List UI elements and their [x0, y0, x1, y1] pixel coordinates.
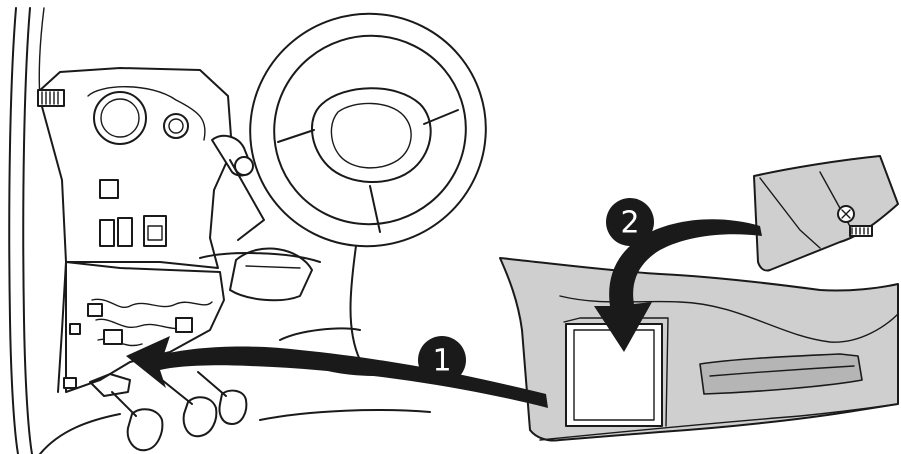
step-badge-1: 1 — [418, 336, 466, 384]
switch-2 — [118, 218, 132, 246]
footwell — [64, 262, 224, 396]
pedal-left — [128, 409, 163, 450]
pedal-right — [220, 391, 247, 424]
gauge-small — [164, 114, 188, 138]
gauge-large — [94, 92, 146, 144]
switch-slot — [100, 180, 118, 198]
step-badge-2: 2 — [606, 198, 654, 246]
switch-1 — [100, 220, 114, 246]
glovebox-panel — [500, 258, 898, 441]
step-1-number: 1 — [432, 344, 451, 379]
panel-opening — [566, 324, 662, 426]
door-frame — [9, 8, 44, 454]
fuse-box-mount — [70, 324, 80, 334]
step-2-number: 2 — [620, 206, 639, 241]
glovebox-liner — [754, 156, 898, 271]
pedal-middle — [184, 397, 217, 436]
pedals — [112, 372, 246, 450]
steering-wheel — [220, 0, 516, 277]
